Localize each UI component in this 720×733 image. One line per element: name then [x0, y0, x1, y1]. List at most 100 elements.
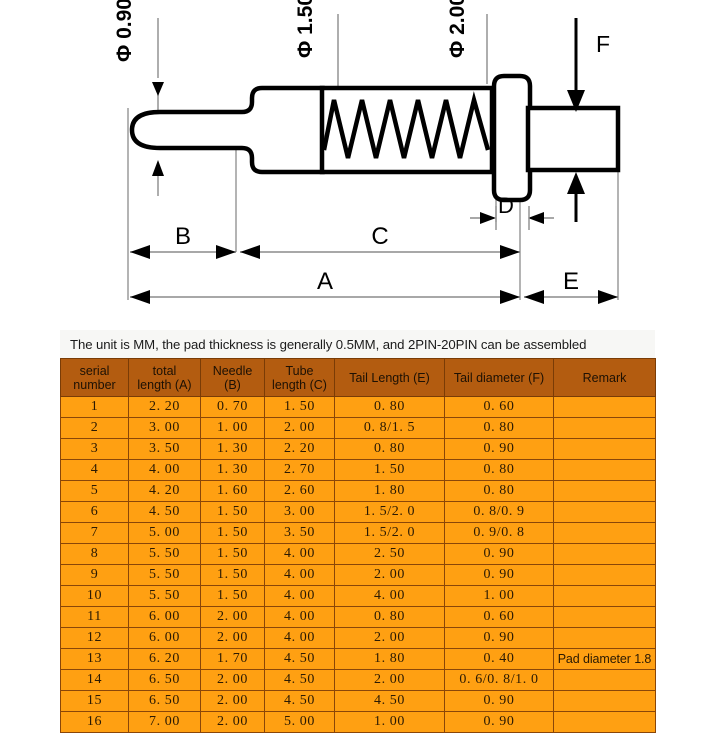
pogo-pin-spec-table: serial number total length (A) Needle (B…	[60, 358, 656, 733]
cell-needle: 1. 70	[200, 648, 265, 670]
technical-drawing-panel: Φ 0.90 Φ 1.50 Φ 2.00	[0, 0, 720, 322]
specification-table-panel: The unit is MM, the pad thickness is gen…	[0, 322, 720, 733]
cell-tube-length: 4. 50	[264, 648, 335, 670]
cell-tail-diameter: 0. 6/0. 8/1. 0	[444, 669, 554, 691]
header-line-2: length (C)	[272, 377, 327, 392]
cell-tail-diameter: 0. 60	[444, 606, 554, 628]
header-line-1: Tube	[285, 363, 314, 378]
cell-tail-diameter: 0. 9/0. 8	[444, 522, 554, 544]
cell-needle: 2. 00	[200, 690, 265, 712]
cell-total-length: 7. 00	[128, 711, 201, 733]
remark-text: Pad diameter 1.8	[557, 652, 652, 666]
header-line-1: Tail Length (E)	[349, 370, 430, 385]
cell-serial-number: 4	[60, 459, 129, 481]
cell-serial-number: 12	[60, 627, 129, 649]
cell-needle: 1. 50	[200, 585, 265, 607]
cell-needle: 1. 50	[200, 543, 265, 565]
dia-flange-label: Φ 2.00	[446, 0, 469, 58]
cell-serial-number: 16	[60, 711, 129, 733]
cell-total-length: 4. 00	[128, 459, 201, 481]
column-header-total-length: total length (A)	[128, 358, 201, 397]
cell-needle: 1. 30	[200, 459, 265, 481]
cell-total-length: 3. 00	[128, 417, 201, 439]
cell-tube-length: 4. 00	[264, 585, 335, 607]
cell-tail-length: 0. 80	[334, 438, 445, 460]
cell-remark	[553, 522, 656, 544]
column-header-tail-diameter: Tail diameter (F)	[444, 358, 554, 397]
cell-tube-length: 1. 50	[264, 396, 335, 418]
cell-serial-number: 11	[60, 606, 129, 628]
cell-serial-number: 10	[60, 585, 129, 607]
dim-a-label: A	[317, 268, 333, 295]
cell-tail-length: 1. 5/2. 0	[334, 522, 445, 544]
cell-tube-length: 2. 20	[264, 438, 335, 460]
cell-remark	[553, 438, 656, 460]
cell-tail-length: 1. 5/2. 0	[334, 501, 445, 523]
dim-c-label: C	[371, 223, 388, 250]
cell-total-length: 4. 50	[128, 501, 201, 523]
cell-total-length: 5. 00	[128, 522, 201, 544]
cell-tail-diameter: 0. 90	[444, 711, 554, 733]
cell-tail-diameter: 0. 90	[444, 438, 554, 460]
cell-serial-number: 2	[60, 417, 129, 439]
spring-coil	[321, 91, 491, 159]
header-line-1: Tail diameter (F)	[453, 370, 545, 385]
column-header-serial-number: serial number	[60, 358, 129, 397]
cell-tube-length: 2. 70	[264, 459, 335, 481]
column-header-tube-length: Tube length (C)	[264, 358, 335, 397]
cell-remark	[553, 501, 656, 523]
cell-serial-number: 9	[60, 564, 129, 586]
cell-tail-length: 0. 8/1. 5	[334, 417, 445, 439]
cell-needle: 2. 00	[200, 606, 265, 628]
cell-tail-diameter: 0. 8/0. 9	[444, 501, 554, 523]
dia-tube-label: Φ 1.50	[294, 0, 317, 58]
header-line-1: Needle	[212, 363, 253, 378]
cell-needle: 1. 30	[200, 438, 265, 460]
cell-remark	[553, 627, 656, 649]
cell-tube-length: 2. 60	[264, 480, 335, 502]
cell-remark	[553, 585, 656, 607]
cell-tail-diameter: 0. 90	[444, 690, 554, 712]
cell-tube-length: 2. 00	[264, 417, 335, 439]
cell-total-length: 5. 50	[128, 585, 201, 607]
header-line-2: number	[73, 377, 116, 392]
cell-tail-diameter: 0. 90	[444, 543, 554, 565]
cell-tail-length: 1. 80	[334, 648, 445, 670]
cell-tube-length: 4. 00	[264, 543, 335, 565]
cell-remark	[553, 396, 656, 418]
cell-tube-length: 4. 00	[264, 627, 335, 649]
header-line-1: Remark	[582, 370, 627, 385]
cell-serial-number: 14	[60, 669, 129, 691]
cell-total-length: 6. 00	[128, 627, 201, 649]
cell-tube-length: 5. 00	[264, 711, 335, 733]
dim-a-measure: A	[130, 268, 520, 304]
header-line-2: (B)	[224, 377, 241, 392]
table-header-row: serial number total length (A) Needle (B…	[60, 358, 656, 397]
cell-tail-length: 0. 80	[334, 396, 445, 418]
cell-tail-length: 2. 00	[334, 627, 445, 649]
cell-remark	[553, 543, 656, 565]
cell-tail-diameter: 0. 90	[444, 627, 554, 649]
table-caption-bar: The unit is MM, the pad thickness is gen…	[60, 330, 655, 358]
cell-tube-length: 4. 00	[264, 606, 335, 628]
flange-collar	[491, 73, 533, 203]
cell-tube-length: 3. 50	[264, 522, 335, 544]
cell-tube-length: 4. 00	[264, 564, 335, 586]
cell-tail-length: 2. 00	[334, 564, 445, 586]
diameter-leader-lines	[157, 14, 488, 88]
cell-total-length: 6. 20	[128, 648, 201, 670]
column-header-tail-length: Tail Length (E)	[334, 358, 445, 397]
cell-remark	[553, 606, 656, 628]
